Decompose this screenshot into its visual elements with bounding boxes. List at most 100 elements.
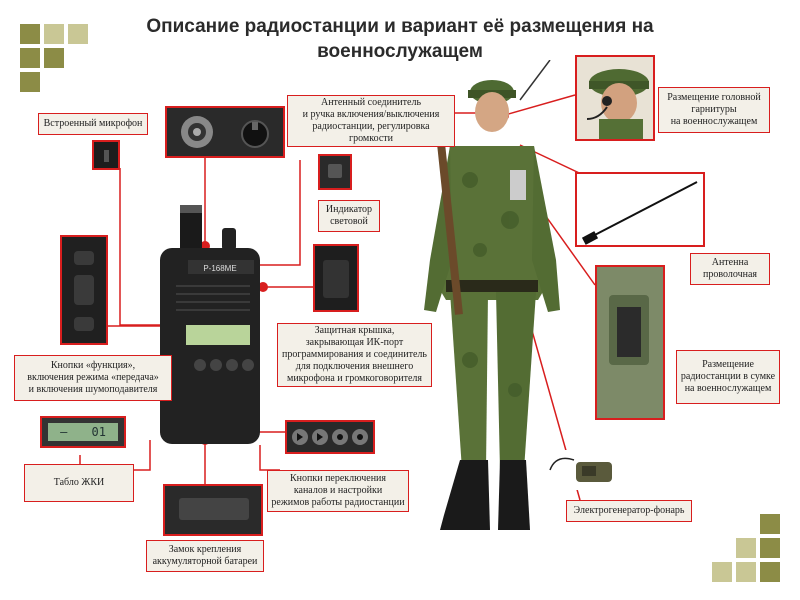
decor-square	[20, 72, 40, 92]
lcd-value: 01	[91, 425, 106, 439]
indicator-led-icon	[328, 164, 342, 178]
decor-square	[68, 24, 88, 44]
dot-cover	[258, 282, 268, 292]
label-line: Индикатор	[325, 204, 373, 215]
label-line: радиостанции в сумке	[680, 371, 776, 382]
label-battery-latch: Замок крепления аккумуляторной батареи	[146, 540, 264, 572]
photo-indicator	[318, 154, 352, 190]
label-protective-cover: Защитная крышка, закрывающая ИК-порт про…	[277, 323, 432, 387]
label-text: Электрогенератор-фонарь	[573, 505, 685, 516]
label-line: световой	[330, 216, 368, 227]
label-text: Табло ЖКИ	[53, 477, 105, 488]
label-line: гарнитуры	[691, 104, 737, 115]
side-button-icon	[74, 317, 94, 331]
title-line-1: Описание радиостанции и вариант её разме…	[146, 16, 654, 37]
label-line: микрофона и громкоговорителя	[286, 373, 422, 384]
wire-antenna-icon	[581, 181, 698, 245]
page-title: Описание радиостанции и вариант её разме…	[0, 14, 800, 64]
radio-antenna-stub	[180, 205, 202, 253]
radio-lcd	[186, 325, 250, 345]
label-generator: Электрогенератор-фонарь	[566, 500, 692, 522]
label-line: включения режима «передача»	[27, 372, 159, 383]
label-line: Антенна	[711, 257, 749, 268]
photo-microphone	[92, 140, 120, 170]
label-line: аккумуляторной батареи	[152, 556, 258, 567]
label-line: для подключения внешнего	[295, 361, 414, 372]
channel-buttons-icon	[292, 429, 368, 445]
label-antenna-connector: Антенный соединитель и ручка включения/в…	[287, 95, 455, 147]
radio-in-bag-icon	[617, 307, 641, 357]
label-line: Кнопки переключения	[289, 473, 387, 484]
label-line: на военнослужащем	[684, 383, 772, 394]
label-line: закрывающая ИК-порт	[305, 337, 404, 348]
decor-square	[760, 538, 780, 558]
label-line: Размещение	[702, 359, 754, 370]
label-line: Замок крепления	[168, 544, 242, 555]
soldier-radio-pouch	[510, 170, 526, 200]
radio-model-label: Р-168МЕ	[203, 264, 236, 273]
line-headset	[504, 94, 576, 116]
decor-square	[20, 24, 40, 44]
label-line: программирования и соединитель	[282, 349, 427, 360]
soldier-left-boot	[440, 460, 490, 530]
label-line: Размещение головной	[667, 92, 761, 103]
label-indicator: Индикатор световой	[318, 200, 380, 232]
label-lcd: Табло ЖКИ	[24, 464, 134, 502]
soldier-right-leg	[496, 292, 536, 470]
latch-icon	[179, 498, 249, 520]
lcd-screen: – 01	[48, 423, 118, 441]
title-line-2: военнослужащем	[317, 41, 483, 62]
label-line: на военнослужащем	[670, 116, 758, 127]
radio-keypad	[194, 359, 254, 371]
label-line: Защитная крышка,	[314, 325, 395, 336]
soldier-head	[475, 92, 509, 132]
label-text: Встроенный микрофон	[43, 118, 143, 129]
cover-flap-icon	[323, 260, 349, 298]
photo-radio-bag	[595, 265, 665, 420]
side-button-icon	[74, 251, 94, 265]
decor-square	[736, 562, 756, 582]
label-radio-bag: Размещение радиостанции в сумке на военн…	[676, 350, 780, 404]
decor-square	[44, 48, 64, 68]
label-line: Антенный соединитель	[320, 97, 422, 108]
photo-headset	[575, 55, 655, 141]
radio-volume-knob	[222, 228, 236, 250]
connector-knob-icon	[181, 116, 269, 148]
label-headset: Размещение головной гарнитуры на военнос…	[658, 87, 770, 133]
soldier-figure	[424, 60, 560, 530]
photo-generator	[548, 450, 620, 490]
photo-side-buttons	[60, 235, 108, 345]
decor-square	[760, 562, 780, 582]
label-wire-antenna: Антенна проволочная	[690, 253, 770, 285]
photo-channel-buttons	[285, 420, 375, 454]
label-line: режимов работы радиостанции	[271, 497, 405, 508]
ptt-button-icon	[74, 275, 94, 305]
rifle-sling	[434, 115, 463, 315]
photo-wire-antenna	[575, 172, 705, 247]
label-line: и ручка включения/выключения	[302, 109, 440, 120]
line-function-top	[119, 168, 168, 326]
lcd-left-symbol: –	[60, 425, 68, 439]
decor-square	[712, 562, 732, 582]
mic-hole-icon	[104, 150, 109, 162]
label-line: каналов и настройки	[293, 485, 383, 496]
radio-body	[160, 248, 260, 444]
label-function-buttons: Кнопки «функция», включения режима «пере…	[14, 355, 172, 401]
decor-square	[736, 538, 756, 558]
radio-device: Р-168МЕ	[160, 205, 260, 444]
soldier-right-boot	[498, 460, 530, 530]
soldier-belt	[446, 280, 538, 292]
decor-square	[760, 514, 780, 534]
label-builtin-mic: Встроенный микрофон	[38, 113, 148, 135]
label-line: радиостанции, регулировка	[312, 121, 430, 132]
photo-lcd: – 01	[40, 416, 126, 448]
soldier-head-icon	[586, 69, 649, 139]
label-line: громкости	[349, 133, 393, 144]
generator-flashlight-icon	[549, 457, 612, 482]
label-line: и включения шумоподавителя	[28, 384, 158, 395]
decor-square	[44, 24, 64, 44]
label-channel-buttons: Кнопки переключения каналов и настройки …	[267, 470, 409, 512]
label-line: проволочная	[702, 269, 758, 280]
label-line: Кнопки «функция»,	[50, 360, 136, 371]
photo-protective-cover	[313, 244, 359, 312]
